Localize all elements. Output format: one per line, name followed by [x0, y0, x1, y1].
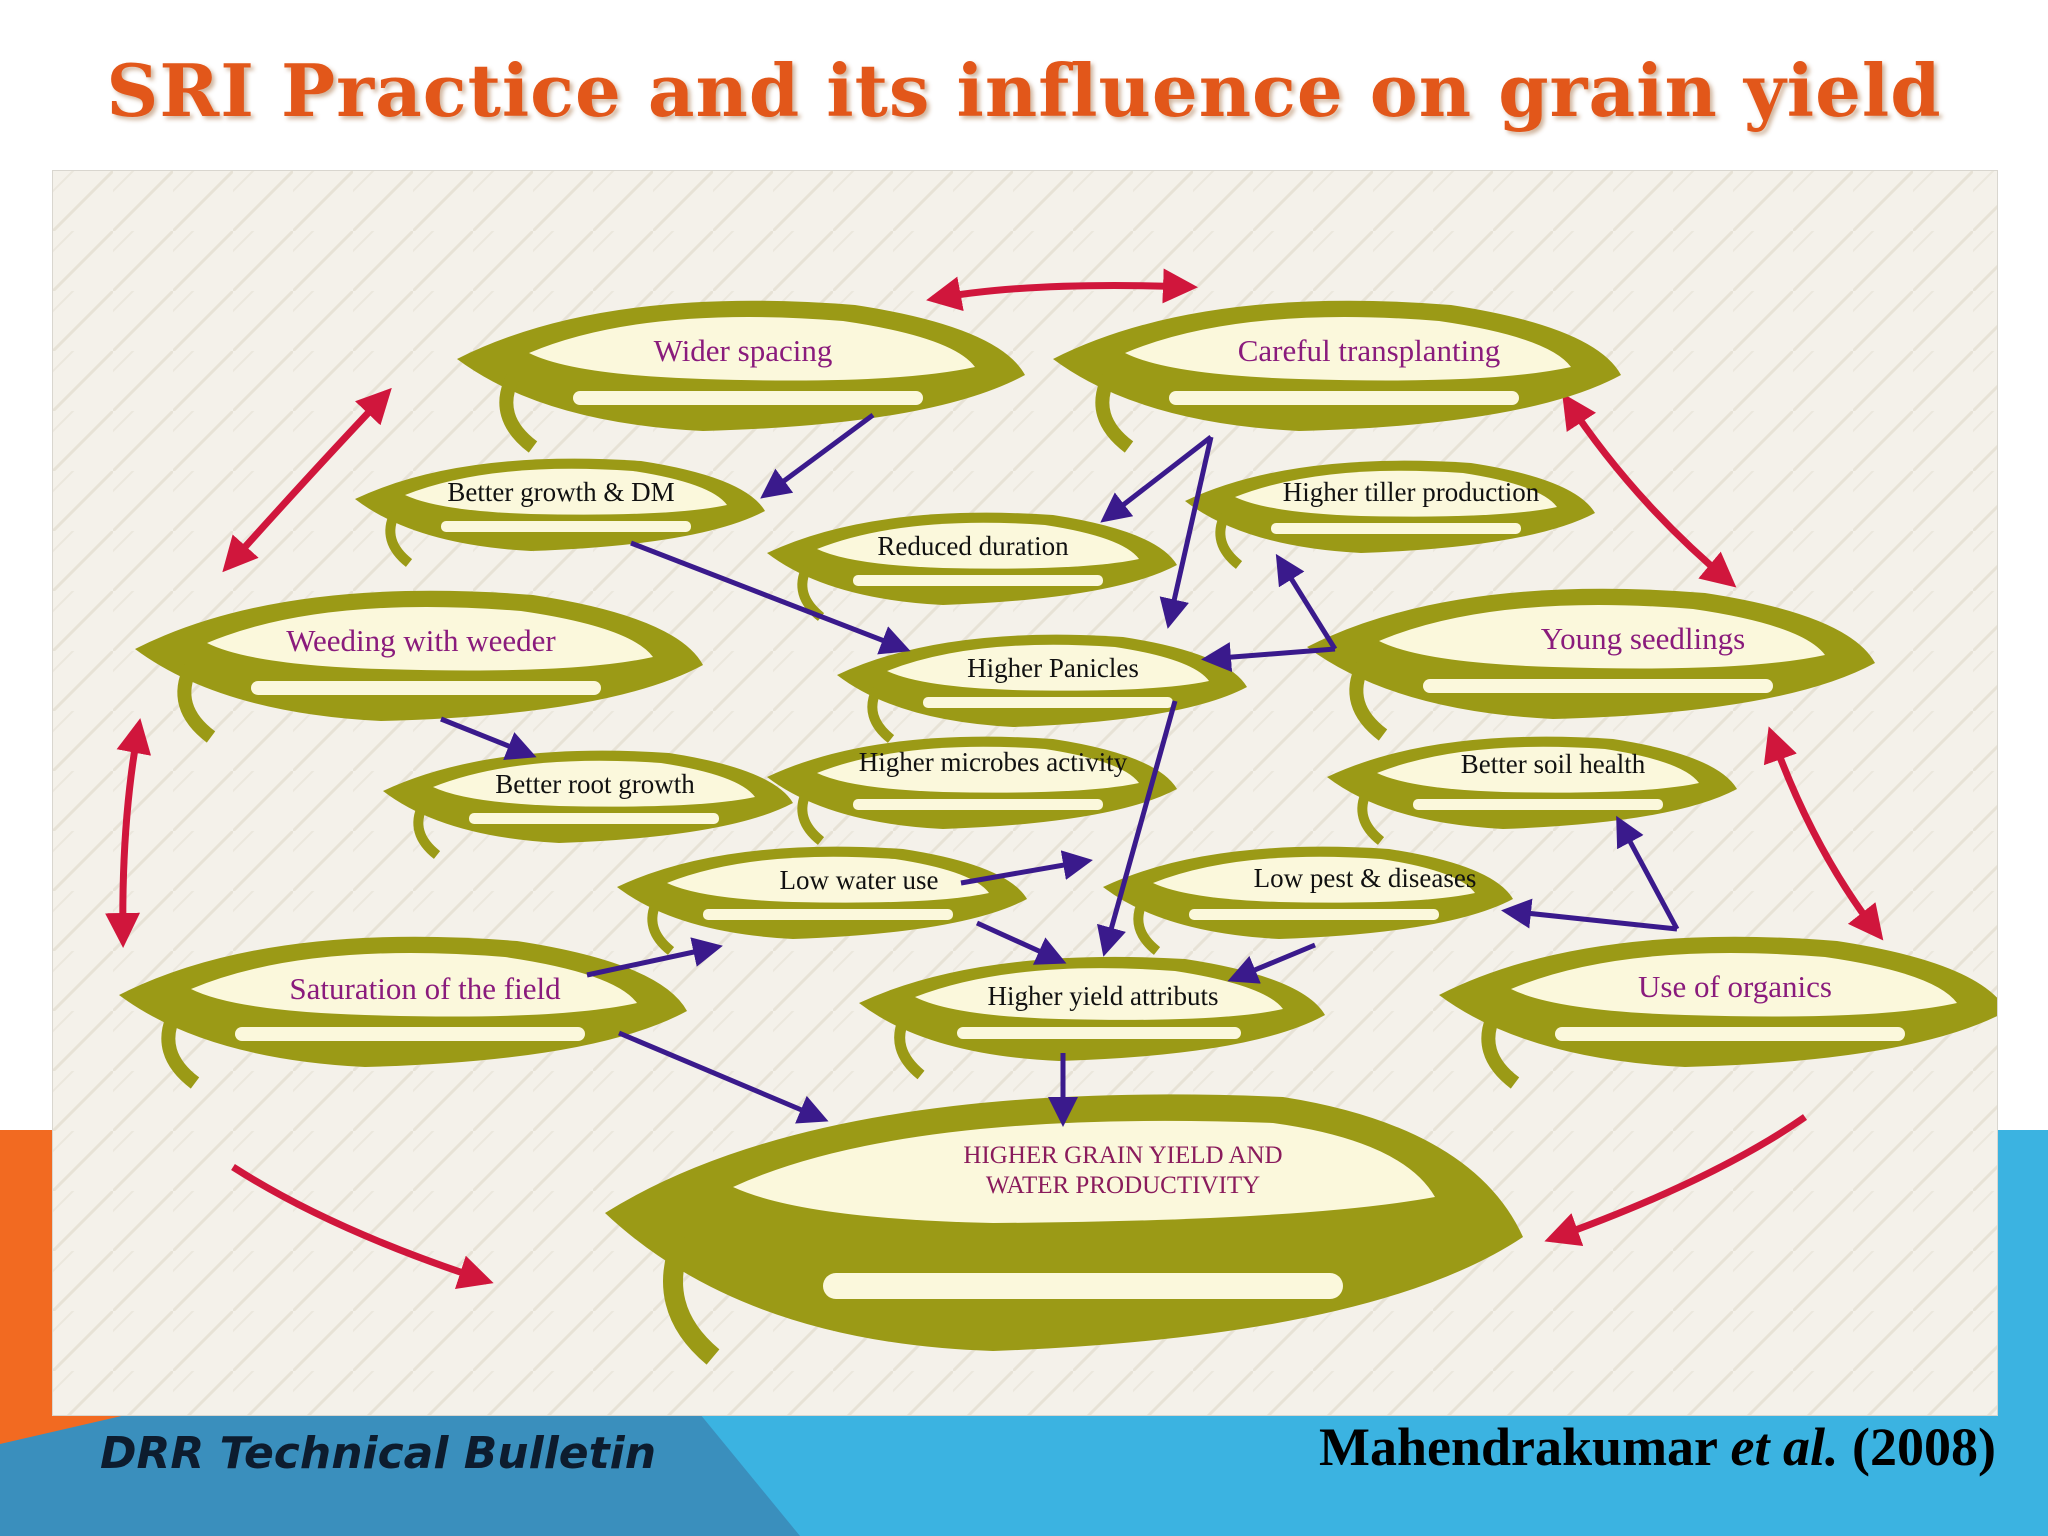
sri-flow-diagram: Wider spacing Careful transplanting Bett…: [53, 171, 1997, 1415]
footer-citation: Mahendrakumar et al. (2008): [1319, 1416, 1996, 1478]
grain-careful-transplanting: Careful transplanting: [1053, 300, 1621, 453]
flow-arrow-saturation-water: [586, 937, 723, 978]
flow-arrows: [440, 412, 1680, 1127]
flow-arrow-panicles-yield: [1097, 700, 1178, 957]
flow-arrow-seedlings-tiller: [1275, 553, 1338, 651]
node-better-growth: Better growth & DM: [447, 477, 674, 507]
cycle-arrow-upper-right: [1562, 393, 1737, 588]
node-saturation: Saturation of the field: [289, 971, 561, 1006]
grain-better-growth: Better growth & DM: [355, 458, 765, 567]
slide-title: SRI Practice and its influence on grain …: [106, 48, 1942, 133]
grain-higher-yield-attr: Higher yield attributs: [859, 956, 1325, 1080]
grain-better-soil: Better soil health: [1327, 736, 1737, 845]
node-use-organics: Use of organics: [1638, 969, 1832, 1004]
grain-low-water: Low water use: [617, 846, 1027, 955]
grain-weeding: Weeding with weeder: [135, 590, 703, 743]
flow-arrow-spacing-growth: [760, 412, 875, 499]
grain-reduced-duration: Reduced duration: [767, 512, 1177, 621]
grain-saturation: Saturation of the field: [119, 936, 687, 1089]
grain-higher-panicles: Higher Panicles: [837, 634, 1247, 743]
citation-author: Mahendrakumar: [1319, 1417, 1718, 1477]
citation-year: (2008): [1852, 1417, 1996, 1477]
node-wider-spacing: Wider spacing: [654, 333, 833, 368]
node-low-pest: Low pest & diseases: [1254, 863, 1477, 893]
flow-arrow-transplant-duration: [1100, 435, 1213, 523]
flow-arrow-organics-pest: [1501, 898, 1678, 932]
grain-final: HIGHER GRAIN YIELD AND WATER PRODUCTIVIT…: [605, 1094, 1523, 1365]
node-reduced-duration: Reduced duration: [877, 531, 1069, 561]
footer-source-label: DRR Technical Bulletin: [100, 1428, 657, 1479]
cycle-arrow-left: [105, 718, 152, 948]
cycle-arrow-top: [926, 268, 1198, 312]
grain-higher-tiller: Higher tiller production: [1185, 460, 1595, 569]
node-better-soil: Better soil health: [1461, 749, 1646, 779]
node-careful-transplanting: Careful transplanting: [1238, 333, 1501, 368]
node-low-water: Low water use: [780, 865, 939, 895]
flow-arrow-water-yield: [975, 920, 1067, 965]
node-better-root: Better root growth: [495, 769, 695, 799]
cycle-arrows: [105, 268, 1884, 1289]
node-final-line1: HIGHER GRAIN YIELD AND: [963, 1142, 1282, 1169]
flow-arrow-growth-panicles: [630, 540, 911, 655]
node-final-line2: WATER PRODUCTIVITY: [986, 1172, 1260, 1199]
grain-use-organics: Use of organics: [1439, 936, 1997, 1089]
footer-band: [0, 1414, 2048, 1536]
flow-arrow-water-microbes: [960, 850, 1093, 886]
cycle-arrow-bottom-right: [1544, 1114, 1807, 1247]
cycle-arrow-upper-left: [222, 387, 392, 573]
grain-young-seedlings: Young seedlings: [1307, 588, 1875, 741]
grain-higher-microbes: Higher microbes activity: [767, 736, 1177, 845]
flow-arrow-pest-yield: [1227, 942, 1316, 984]
node-weeding: Weeding with weeder: [286, 623, 556, 658]
node-higher-tiller: Higher tiller production: [1283, 477, 1540, 507]
node-young-seedlings: Young seedlings: [1541, 621, 1745, 656]
diagram-panel: Wider spacing Careful transplanting Bett…: [52, 170, 1998, 1416]
flow-arrow-saturation-final: [618, 1030, 829, 1124]
flow-arrow-seedlings-panicles: [1201, 642, 1336, 673]
node-higher-microbes: Higher microbes activity: [859, 747, 1128, 777]
citation-etal: et al.: [1730, 1417, 1839, 1477]
flow-arrow-organics-soil: [1616, 815, 1680, 931]
node-higher-yield-attr: Higher yield attributs: [988, 981, 1219, 1011]
cycle-arrow-right: [1763, 726, 1884, 941]
grain-better-root: Better root growth: [383, 750, 793, 859]
node-higher-panicles: Higher Panicles: [967, 653, 1139, 683]
flow-arrow-transplant-panicles: [1159, 436, 1214, 629]
flow-arrow-weeding-root: [440, 716, 537, 761]
grain-low-pest: Low pest & diseases: [1103, 846, 1513, 955]
cycle-arrow-bottom-left: [231, 1164, 494, 1289]
grain-wider-spacing: Wider spacing: [457, 300, 1025, 453]
